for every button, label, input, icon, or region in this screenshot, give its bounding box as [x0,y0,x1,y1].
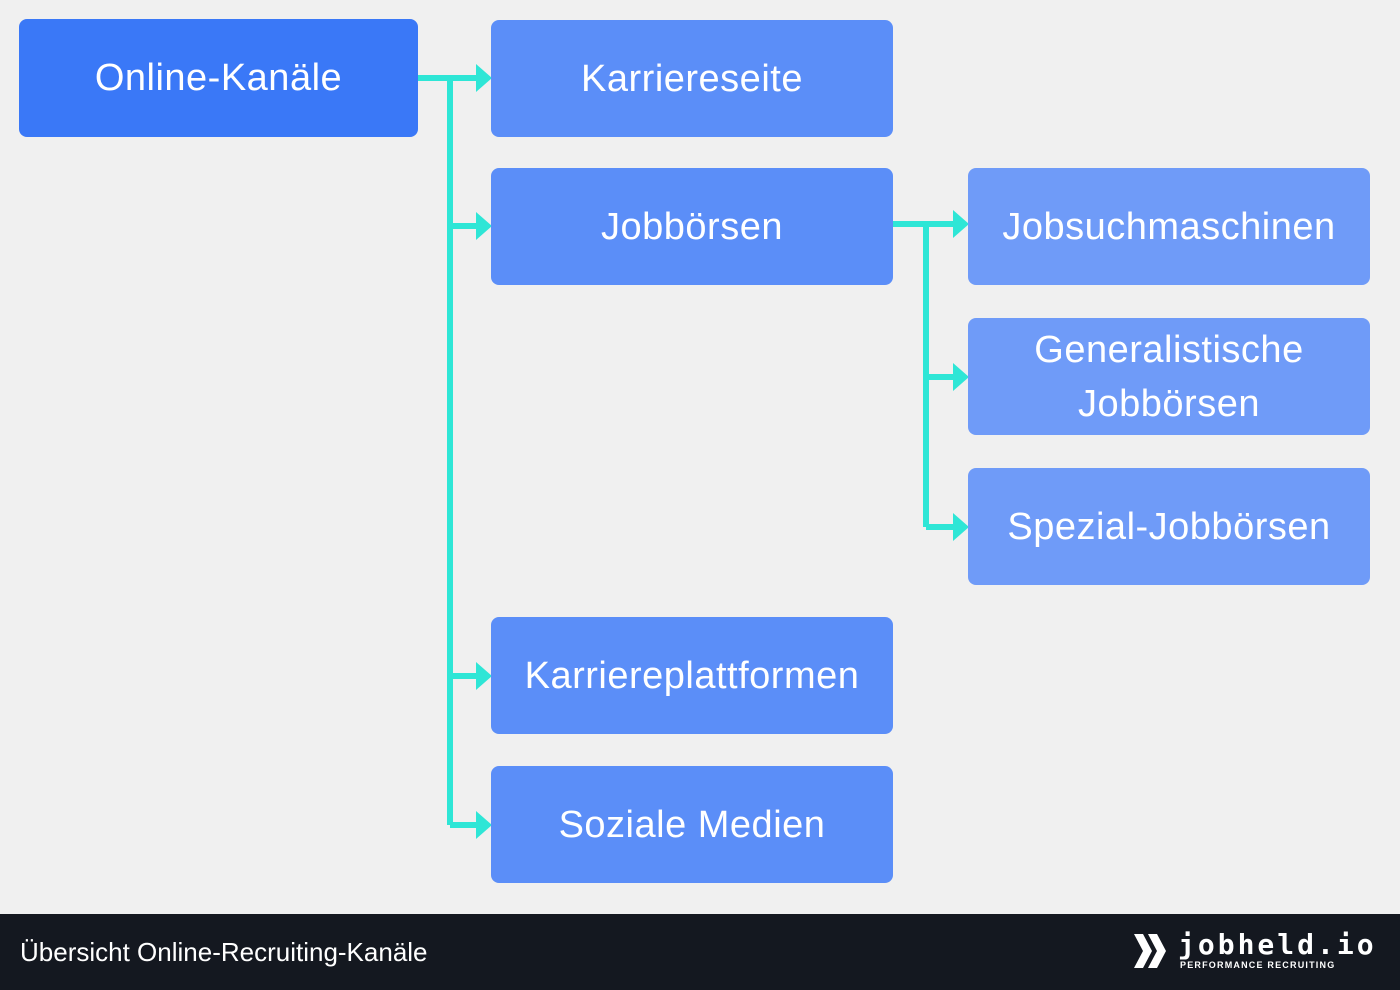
connector-lines [417,64,969,839]
arrowhead [476,212,492,240]
footer-caption: Übersicht Online-Recruiting-Kanäle [20,936,428,967]
footer-bar: Übersicht Online-Recruiting-Kanäle jobhe… [0,914,1400,990]
node-karriereplattformen: Karriereplattformen [491,617,893,734]
channel-tree-diagram: Online-Kanäle Karriereseite Jobbörsen Ka… [19,19,1370,883]
logo-tagline: PERFORMANCE RECRUITING [1180,960,1336,970]
arrowhead [476,811,492,839]
jobheld-logo: jobheld.io PERFORMANCE RECRUITING [1132,928,1374,978]
node-soziale-medien: Soziale Medien [491,766,893,883]
node-karriereseite: Karriereseite [491,20,893,137]
arrowhead [953,513,969,541]
jobheld-mark-icon [1134,934,1166,968]
arrowhead [953,210,969,238]
node-spezial-jobboersen: Spezial-Jobbörsen [968,468,1370,585]
arrowhead [476,64,492,92]
arrowhead [476,662,492,690]
logo-wordmark: jobheld.io [1178,928,1377,961]
node-generalistische-jobboersen: Generalistische Jobbörsen [968,318,1370,435]
node-jobboersen: Jobbörsen [491,168,893,285]
node-jobsuchmaschinen: Jobsuchmaschinen [968,168,1370,285]
node-online-kanaele: Online-Kanäle [19,19,418,137]
arrowhead [953,363,969,391]
